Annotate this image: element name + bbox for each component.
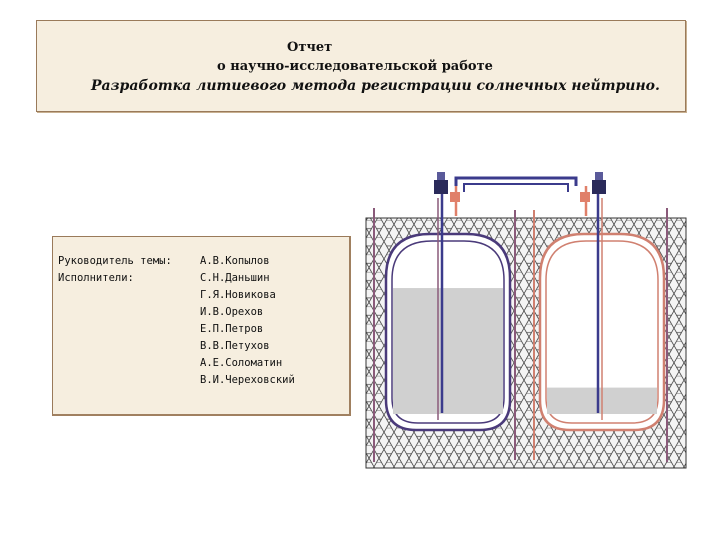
team-member: А.В.Копылов [200,255,270,267]
team-member: Г.Я.Новикова [200,289,276,301]
performers-label: Исполнители: [58,272,134,284]
leader-label: Руководитель темы: [58,255,172,267]
detector-diagram [365,172,687,469]
right-valve-icon [580,172,606,202]
report-subheading: о научно-исследовательской работе [217,59,493,74]
team-member: И.В.Орехов [200,306,264,318]
left-tank-liquid [393,288,503,414]
team-panel: Руководитель темы: Исполнители: А.В.Копы… [52,236,351,416]
team-member: А.Е.Соломатин [200,357,283,369]
transfer-pipes [437,176,603,420]
left-tank [384,232,512,432]
team-member: В.В.Петухов [200,340,270,352]
team-member: Е.П.Петров [200,323,264,335]
report-title-panel: Отчет о научно-исследовательской работе … [36,20,686,112]
team-member: С.Н.Даньшин [200,272,270,284]
left-valve-icon [434,172,460,202]
right-tank [538,232,666,432]
report-heading: Отчет [287,40,333,55]
insulation-border [365,217,687,469]
report-topic: Разработка литиевого метода регистрации … [91,78,660,94]
team-member: В.И.Череховский [200,374,295,386]
